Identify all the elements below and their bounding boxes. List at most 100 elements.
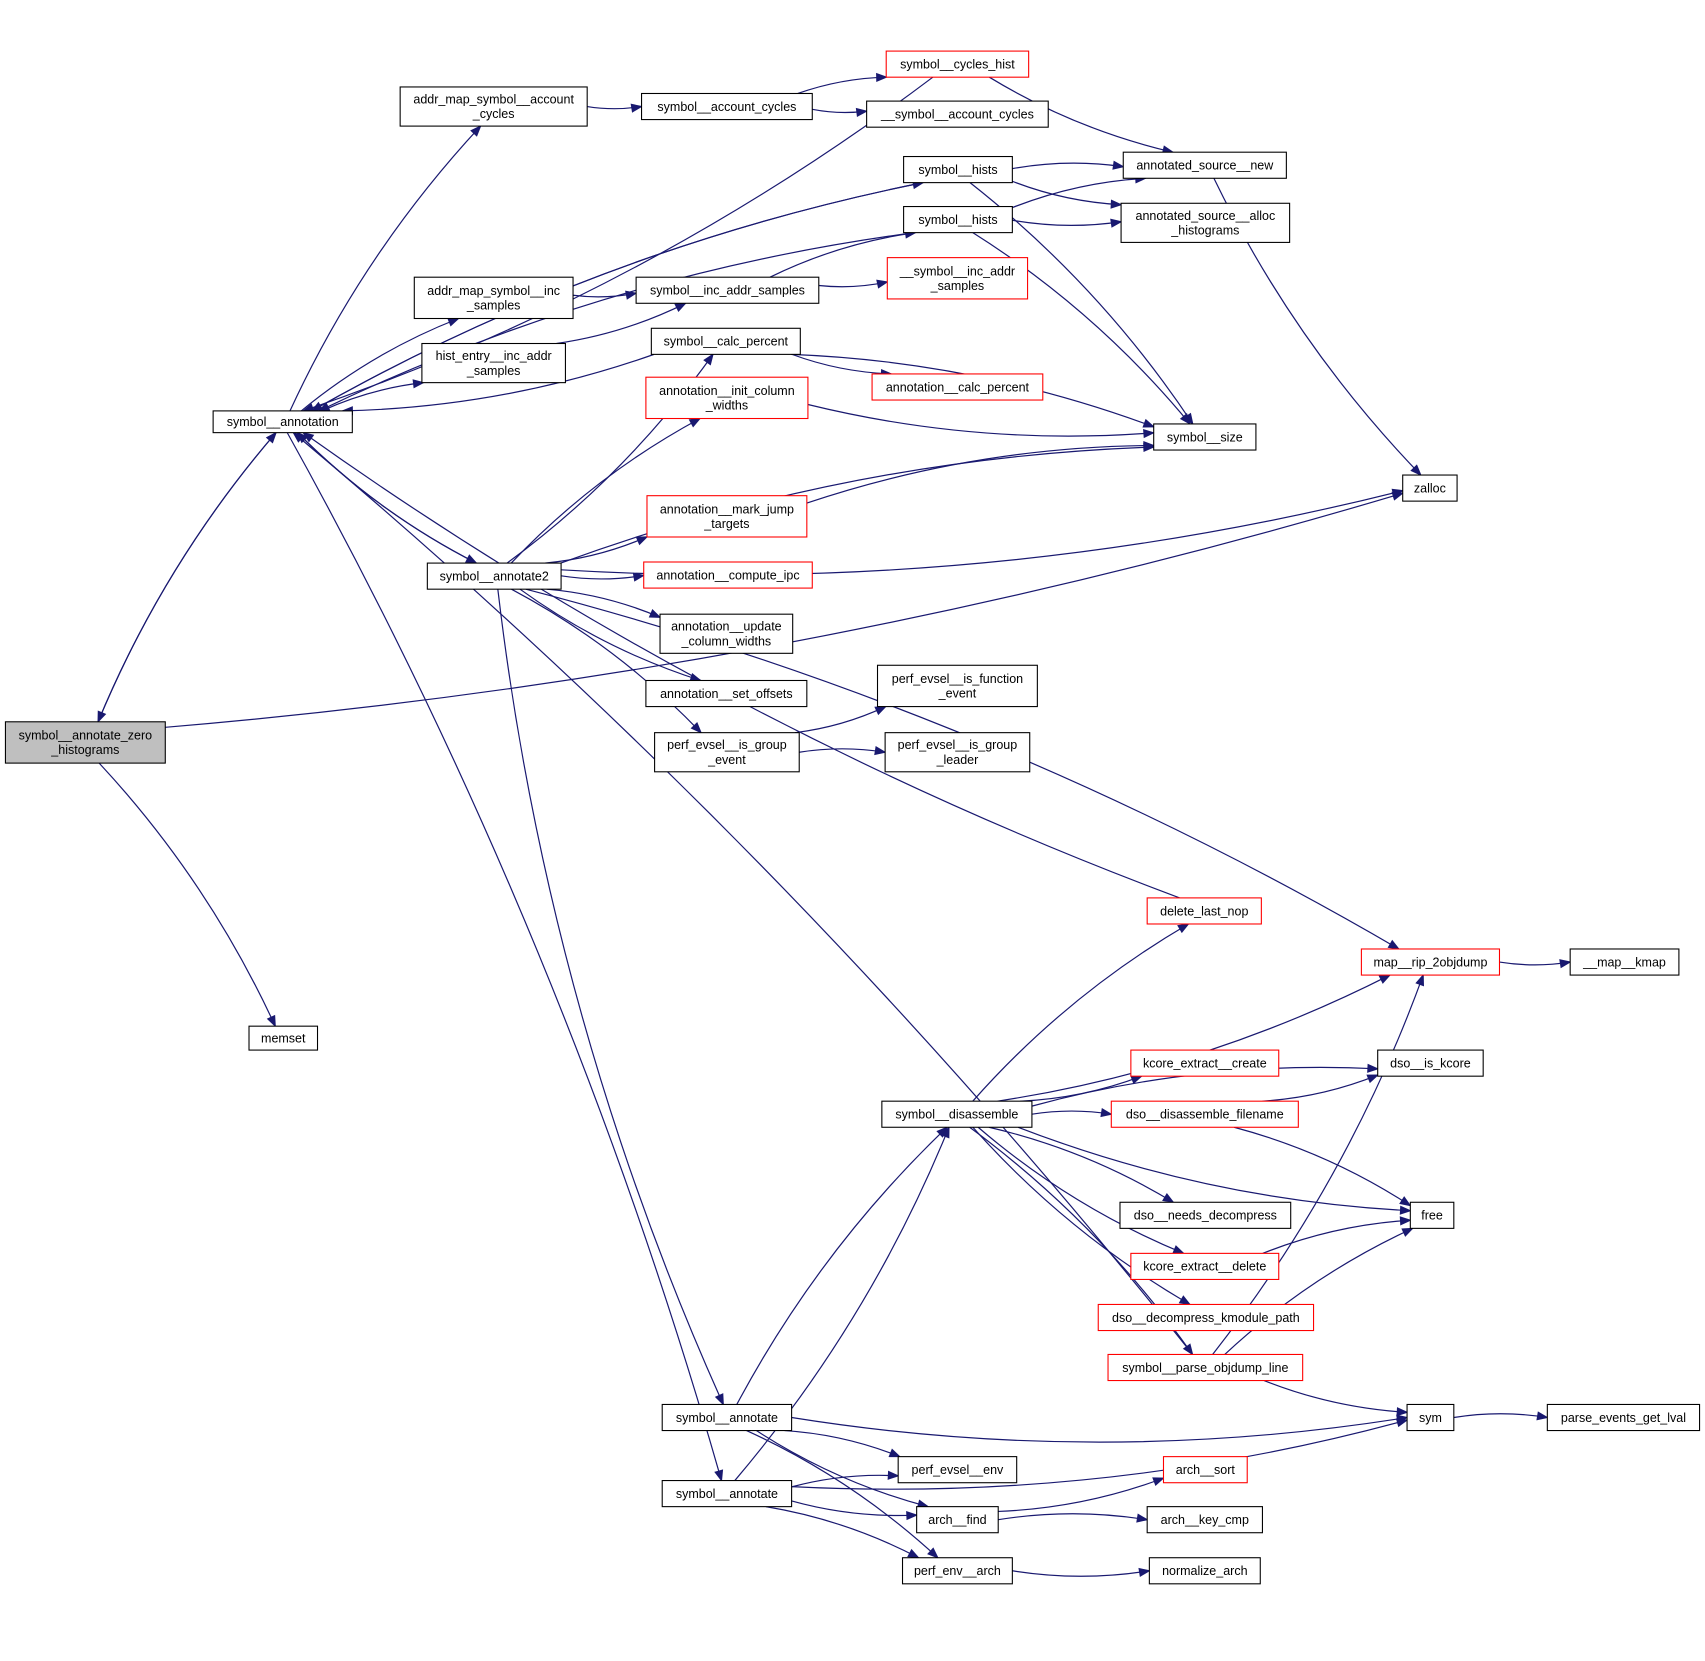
node-box [916, 1506, 999, 1534]
graph-node-ann-calc-pct[interactable]: annotation__calc_percent [871, 373, 1044, 401]
edge-arch_find-to-arch_key [998, 1513, 1148, 1521]
arrowhead-icon [887, 1470, 900, 1480]
graph-node-map-rip[interactable]: map__rip_2objdump [1360, 948, 1501, 976]
node-box [645, 376, 809, 420]
edge-map_rip-to-map_kmap [1499, 961, 1571, 966]
graph-node-acc-cycles[interactable]: symbol__account_cycles [641, 92, 813, 121]
node-box [884, 732, 1031, 773]
graph-node-free[interactable]: free [1409, 1201, 1455, 1229]
graph-node-as-alloc[interactable]: annotated_source__alloc_histograms [1120, 202, 1291, 243]
graph-node-inc-addr[interactable]: symbol__inc_addr_samples [635, 276, 820, 304]
graph-node-dso-decomp[interactable]: dso__decompress_kmodule_path [1097, 1303, 1315, 1332]
edge-sym-to-parse_lval [1453, 1413, 1548, 1419]
edge-annotation-to-am_acc_cycles [289, 125, 482, 412]
edge-annotate2-to-annotate_a [497, 589, 724, 1405]
graph-node-parse-lval[interactable]: parse_events_get_lval [1546, 1403, 1701, 1432]
arrowhead-icon [876, 72, 889, 83]
graph-node-compute-ipc[interactable]: annotation__compute_ipc [643, 561, 813, 589]
edge-zero_hist-to-annotation [97, 432, 277, 723]
node-label: _event [938, 687, 977, 701]
arrowhead-icon [940, 1125, 950, 1139]
graph-node-update-col[interactable]: annotation__update_column_widths [659, 613, 794, 654]
graph-node-init-col[interactable]: annotation__init_column_widths [645, 376, 809, 420]
node-label: symbol__annotate2 [440, 569, 549, 583]
edge-annotate_b-to-sym [791, 1419, 1408, 1490]
graph-node-is-group-lead[interactable]: perf_evsel__is_group_leader [884, 732, 1031, 773]
graph-node-am-inc[interactable]: addr_map_symbol__inc_samples [413, 276, 574, 320]
node-box [641, 92, 813, 121]
node-label: symbol__annotate [676, 1411, 778, 1425]
arrowhead-icon [635, 536, 649, 546]
node-box [635, 276, 820, 304]
node-box [1360, 948, 1501, 976]
edge-disassemble-to-dso_decomp [972, 1126, 1191, 1305]
edge-annotate_a-to-arch_find [756, 1430, 929, 1508]
graph-node---acc-cycles[interactable]: __symbol__account_cycles [866, 100, 1049, 128]
node-label: symbol__disassemble [895, 1108, 1018, 1122]
graph-node-kcore-create[interactable]: kcore_extract__create [1130, 1049, 1280, 1077]
graph-node-zalloc[interactable]: zalloc [1402, 474, 1458, 502]
graph-node-parse-objdump[interactable]: symbol__parse_objdump_line [1107, 1353, 1304, 1382]
graph-node-kcore-delete[interactable]: kcore_extract__delete [1130, 1252, 1280, 1280]
graph-node-annotation[interactable]: symbol__annotation [212, 410, 353, 434]
node-box [399, 86, 588, 127]
edge-zero_hist-to-memset [98, 762, 276, 1027]
graph-node-sym-size[interactable]: symbol__size [1153, 423, 1257, 451]
graph-node-dso-is-kcore[interactable]: dso__is_kcore [1377, 1049, 1484, 1077]
edge-dso_dis_fn-to-dso_is_kcore [1262, 1074, 1378, 1102]
graph-node-map-kmap[interactable]: __map__kmap [1569, 948, 1680, 976]
node-box [885, 50, 1030, 78]
graph-node-annotate-a[interactable]: symbol__annotate [661, 1403, 793, 1432]
graph-node-calc-pct[interactable]: symbol__calc_percent [650, 327, 801, 355]
graph-node-cycles-hist[interactable]: symbol__cycles_hist [885, 50, 1030, 78]
arrowhead-icon [690, 722, 703, 734]
edge-env_arch-to-norm_arch [1012, 1570, 1150, 1577]
graph-node-arch-key[interactable]: arch__key_cmp [1146, 1506, 1263, 1534]
graph-node-am-acc-cycles[interactable]: addr_map_symbol__account_cycles [399, 86, 588, 127]
node-box [1546, 1403, 1701, 1432]
arrowhead-icon [703, 353, 714, 366]
edge-annotate_a-to-sym [791, 1416, 1408, 1443]
arrowhead-icon [630, 103, 644, 113]
graph-node-sym[interactable]: sym [1406, 1403, 1455, 1432]
edge-annotation-to-annotate2 [297, 432, 477, 564]
graph-node-memset[interactable]: memset [248, 1025, 319, 1051]
graph-node-set-offsets[interactable]: annotation__set_offsets [645, 679, 808, 708]
edge-annotate_a-to-evsel_env [784, 1429, 901, 1458]
graph-node-env-arch[interactable]: perf_env__arch [901, 1557, 1013, 1585]
graph-node-hists1[interactable]: symbol__hists [903, 155, 1013, 184]
graph-node---inc-addr[interactable]: __symbol__inc_addr_samples [886, 257, 1029, 300]
node-box [654, 732, 800, 773]
arrowhead-icon [632, 572, 646, 582]
node-box [876, 664, 1038, 708]
arrowhead-icon [1401, 1227, 1414, 1237]
arrowhead-icon [1399, 1196, 1412, 1207]
graph-node-annotate2[interactable]: symbol__annotate2 [426, 562, 562, 590]
graph-node-annotate-b[interactable]: symbol__annotate [661, 1480, 793, 1508]
arrowhead-icon [1396, 1407, 1409, 1417]
edge-parse_objdump-to-map_rip [1212, 974, 1424, 1355]
graph-node-hists2[interactable]: symbol__hists [903, 205, 1013, 234]
graph-node-is-group-ev[interactable]: perf_evsel__is_group_event [654, 732, 800, 773]
graph-node-mark-jump[interactable]: annotation__mark_jump_targets [646, 495, 808, 538]
arrowhead-icon [310, 401, 324, 412]
graph-node-norm-arch[interactable]: normalize_arch [1148, 1557, 1261, 1585]
node-label: annotated_source__new [1136, 159, 1274, 173]
graph-node-arch-find[interactable]: arch__find [916, 1506, 999, 1534]
graph-node-arch-sort[interactable]: arch__sort [1162, 1456, 1248, 1484]
edge-hists2-to-annotation [318, 232, 915, 412]
node-label: perf_evsel__env [912, 1463, 1004, 1477]
graph-node-he-inc[interactable]: hist_entry__inc_addr_samples [421, 342, 566, 384]
graph-node-delete-nop[interactable]: delete_last_nop [1146, 897, 1262, 925]
graph-node-dso-needs[interactable]: dso__needs_decompress [1119, 1201, 1292, 1229]
graph-node-evsel-env[interactable]: perf_evsel__env [897, 1456, 1018, 1484]
graph-node-as-new[interactable]: annotated_source__new [1122, 151, 1287, 179]
graph-node-dso-dis-fn[interactable]: dso__disassemble_filename [1110, 1100, 1299, 1128]
graph-node-is-func-ev[interactable]: perf_evsel__is_function_event [876, 664, 1038, 708]
graph-node-disassemble[interactable]: symbol__disassemble [881, 1100, 1033, 1128]
node-box [903, 205, 1013, 234]
node-label: annotation__compute_ipc [656, 568, 799, 582]
arrowhead-icon [927, 1547, 939, 1559]
edge-annotate2-to-set_offsets [519, 588, 701, 682]
